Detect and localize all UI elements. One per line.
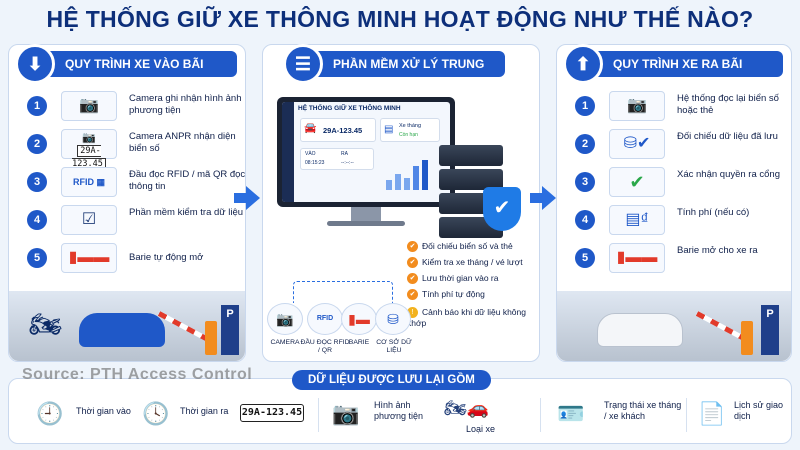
server-icon: ☰ [283,44,323,84]
camera-icon: 📷 [61,91,117,121]
clock-in-icon: 🕘 [36,401,64,426]
id-card-icon: 🪪 [557,401,585,426]
plate-icon: 29A-123.45 [240,404,304,422]
anpr-camera-icon: 📷29A-123.45 [61,129,117,170]
checklist-icon: ☑ [61,205,117,235]
center-header: ☰ PHẦN MỀM XỬ LÝ TRUNG TÂM [283,44,505,97]
rfid-qr-icon: RFID ▦ [61,167,117,197]
software-screen: HỆ THỐNG GIỮ XE THÔNG MINH 🚘 29A-123.45 … [282,102,450,202]
feature-item: ✔Lưu thời gian vào ra [407,273,498,285]
saved-item-vehicle-image: 📷 Hình ảnh phương tiện [330,394,430,436]
warning-icon: ! [407,307,418,319]
parking-sign-icon: P [221,305,239,355]
entry-road-scene: 🏍 P [9,291,245,361]
card-icon: ▤ [384,124,394,135]
saved-item-history: 📄 Lịch sử giao dịch [696,394,788,436]
check-icon: ✔ [407,273,418,285]
exit-panel: ⬆ QUY TRÌNH XE RA BÃI 1 📷 Hệ thống đọc l… [556,44,792,362]
white-car [597,313,683,347]
download-arrow-icon: ⬇ [15,44,55,84]
connector-lines [293,281,393,303]
page-title: HỆ THỐNG GIỮ XE THÔNG MINH HOẠT ĐỘNG NHƯ… [46,6,754,32]
screen-title: HỆ THỐNG GIỮ XE THÔNG MINH [298,105,401,112]
blue-car [79,313,165,347]
clock-out-icon: 🕓 [142,401,170,426]
saved-item-plate: 29A-123.45 [240,394,306,436]
entry-panel: ⬇ QUY TRÌNH XE VÀO BÃI 1 📷 Camera ghi nh… [8,44,246,362]
fee-icon: ▤₫ [609,205,665,235]
barrier-post [205,321,217,355]
monitor: HỆ THỐNG GIỮ XE THÔNG MINH 🚘 29A-123.45 … [277,97,455,207]
check-circle-icon: ✔ [609,167,665,197]
barrier-icon: ▮▬▬ [61,243,117,273]
plate-card: 🚘 29A-123.45 [300,118,376,142]
barrier-post [741,321,753,355]
feature-item: ✔Đối chiếu biển số và thẻ [407,241,513,253]
bar-chart-graphic [386,154,436,190]
plate-label: 29A-123.45 [72,145,106,170]
feature-item: ✔Tính phí tự động [407,289,485,301]
camera-icon: 📷 [609,91,665,121]
time-card: VÀO 08:15:23 RA --:--:-- [300,148,374,170]
camera-icon: 📷 [332,401,360,426]
vehicle-type-icon: 🏍🚗 [444,398,490,418]
screen-sidebar [282,102,294,202]
exit-header: ⬆ QUY TRÌNH XE RA BÃI [563,44,783,84]
feature-item: !Cảnh báo khi dữ liệu không khớp [407,307,526,329]
parking-sign-icon: P [761,305,779,355]
car-icon: 🚘 [304,123,317,134]
status-card: ▤ Xe tháng Còn hạn [380,118,440,142]
exit-road-scene: P [557,291,791,361]
database-check-icon: ⛁✔ [609,129,665,159]
saved-item-entry-time: 🕘 Thời gian vào [34,394,144,436]
device-rfid-reader: RFID [307,303,343,335]
device-database: ⛁ [375,303,411,335]
device-camera: 📷 [267,303,303,335]
check-icon: ✔ [407,289,418,301]
flow-arrow-right [530,186,556,210]
central-software-panel: ☰ PHẦN MỀM XỬ LÝ TRUNG TÂM HỆ THỐNG GIỮ … [262,44,540,362]
shield-check-icon: ✔ [483,187,521,231]
check-icon: ✔ [407,241,418,253]
flow-arrow-right [234,186,260,210]
device-barrier: ▮▬ [341,303,377,335]
feature-item: ✔Kiểm tra xe tháng / vé lượt [407,257,523,269]
watermark: Source: PTH Access Control [22,366,253,383]
barrier-icon: ▮▬▬ [609,243,665,273]
motorbike-icon: 🏍 [29,309,63,339]
upload-arrow-icon: ⬆ [563,44,603,84]
saved-item-vehicle-type: 🏍🚗 Loại xe [444,398,496,434]
saved-item-exit-time: 🕓 Thời gian ra [140,394,240,436]
entry-header: ⬇ QUY TRÌNH XE VÀO BÃI [15,44,237,84]
document-icon: 📄 [698,401,726,426]
saved-item-status: 🪪 Trạng thái xe tháng / xe khách [552,394,682,436]
check-icon: ✔ [407,257,418,269]
saved-data-header: DỮ LIỆU ĐƯỢC LƯU LẠI GỒM [292,370,491,390]
